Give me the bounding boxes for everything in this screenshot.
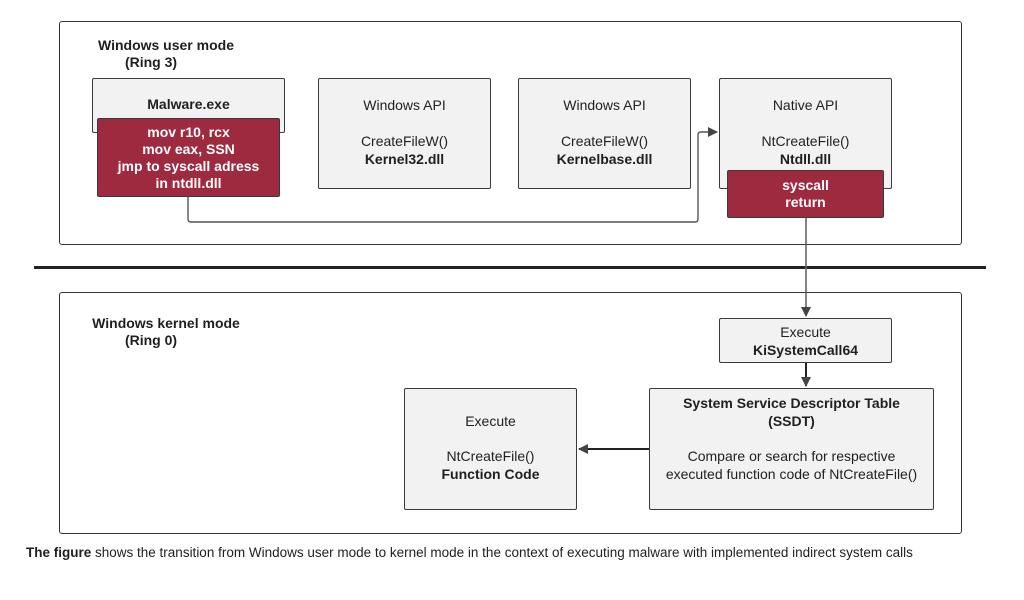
malware-code-block: mov r10, rcx mov eax, SSN jmp to syscall… [97, 118, 280, 197]
code-line: mov r10, rcx [147, 124, 230, 140]
kernelbase-api-function: CreateFileW() [560, 133, 649, 149]
kernelbase-dll-label: Kernelbase.dll [556, 151, 653, 167]
kernel-mode-ring: (Ring 0) [124, 332, 178, 348]
kernel32-api-function: CreateFileW() [360, 133, 449, 149]
function-code-box: Execute NtCreateFile() Function Code [404, 388, 577, 510]
malware-title: Malware.exe [147, 96, 230, 112]
user-mode-ring: (Ring 3) [124, 54, 178, 70]
kisystemcall-name: KiSystemCall64 [752, 342, 859, 358]
code-line: jmp to syscall adress [117, 158, 260, 174]
kernel-mode-label: Windows kernel mode [92, 315, 240, 331]
ssdt-description: executed function code of NtCreateFile() [665, 466, 918, 482]
ntdll-label: Ntdll.dll [779, 151, 832, 167]
syscall-block: syscall return [727, 170, 884, 218]
caption-bold: The figure [26, 545, 92, 560]
ssdt-title: System Service Descriptor Table [683, 395, 900, 411]
ssdt-abbr: (SSDT) [768, 413, 815, 429]
kisystemcall-title: Execute [780, 324, 831, 340]
native-api-function: NtCreateFile() [761, 133, 850, 149]
kernel-mode-title: Windows kernel mode (Ring 0) [76, 315, 256, 349]
user-mode-title: Windows user mode (Ring 3) [76, 37, 256, 71]
native-api-title: Native API [772, 97, 839, 113]
function-name: NtCreateFile() [446, 448, 535, 464]
ssdt-box: System Service Descriptor Table (SSDT) C… [649, 388, 934, 510]
kernelbase-api-title: Windows API [563, 97, 646, 113]
ssdt-description: Compare or search for respective [687, 448, 896, 464]
user-mode-label: Windows user mode [97, 37, 234, 53]
code-line: in ntdll.dll [155, 175, 222, 191]
kernel32-api-title: Windows API [363, 97, 446, 113]
syscall-instruction: syscall [782, 177, 829, 193]
figure-caption: The figure shows the transition from Win… [26, 545, 913, 561]
mode-divider [34, 266, 986, 269]
caption-text: shows the transition from Windows user m… [91, 545, 913, 560]
function-code-label: Function Code [441, 466, 540, 482]
function-execute-title: Execute [465, 413, 516, 429]
code-line: mov eax, SSN [142, 141, 235, 157]
kernelbase-api-box: Windows API CreateFileW() Kernelbase.dll [518, 78, 691, 189]
return-instruction: return [785, 194, 826, 210]
kernel32-dll-label: Kernel32.dll [364, 151, 445, 167]
kernel32-api-box: Windows API CreateFileW() Kernel32.dll [318, 78, 491, 189]
kisystemcall-box: Execute KiSystemCall64 [719, 318, 892, 363]
